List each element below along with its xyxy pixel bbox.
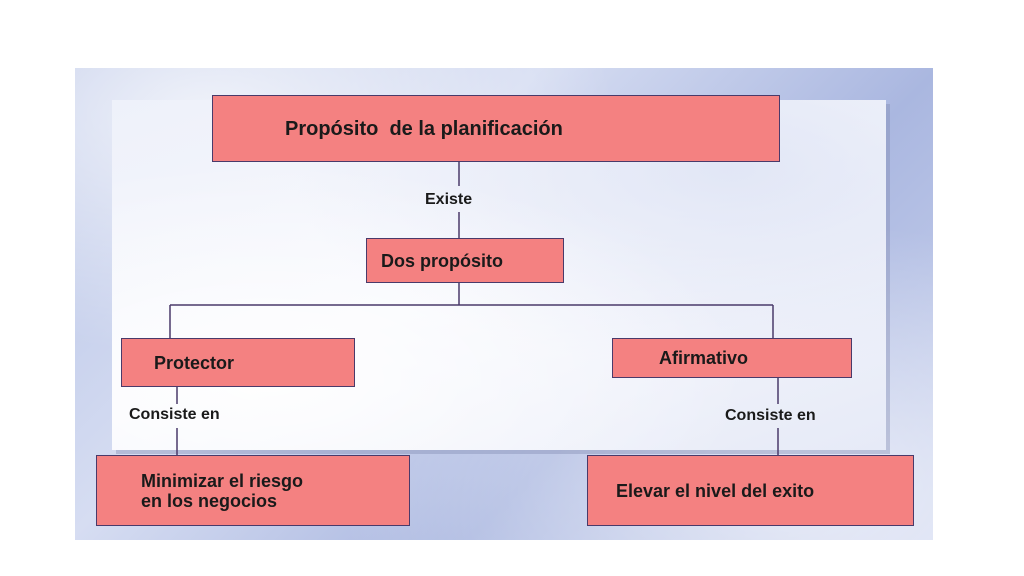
- node-afirmativo: Afirmativo: [612, 338, 852, 378]
- edge-label-consiste-left: Consiste en: [129, 406, 220, 423]
- node-root: Propósito de la planificación: [212, 95, 780, 162]
- node-elevar-label: Elevar el nivel del exito: [616, 480, 815, 501]
- node-middle-label: Dos propósito: [381, 250, 503, 271]
- node-root-label: Propósito de la planificación: [285, 117, 563, 140]
- edge-label-consiste-right: Consiste en: [725, 407, 816, 424]
- edge-label-existe: Existe: [425, 191, 473, 208]
- node-minimizar-line2: en los negocios: [141, 490, 278, 511]
- node-protector-label: Protector: [154, 352, 235, 373]
- node-middle: Dos propósito: [366, 238, 564, 283]
- node-protector: Protector: [121, 338, 355, 387]
- node-minimizar-line1: Minimizar el riesgo: [141, 470, 304, 491]
- node-elevar: Elevar el nivel del exito: [587, 455, 914, 526]
- node-minimizar: Minimizar el riesgo en los negocios: [96, 455, 410, 526]
- node-afirmativo-label: Afirmativo: [659, 348, 749, 368]
